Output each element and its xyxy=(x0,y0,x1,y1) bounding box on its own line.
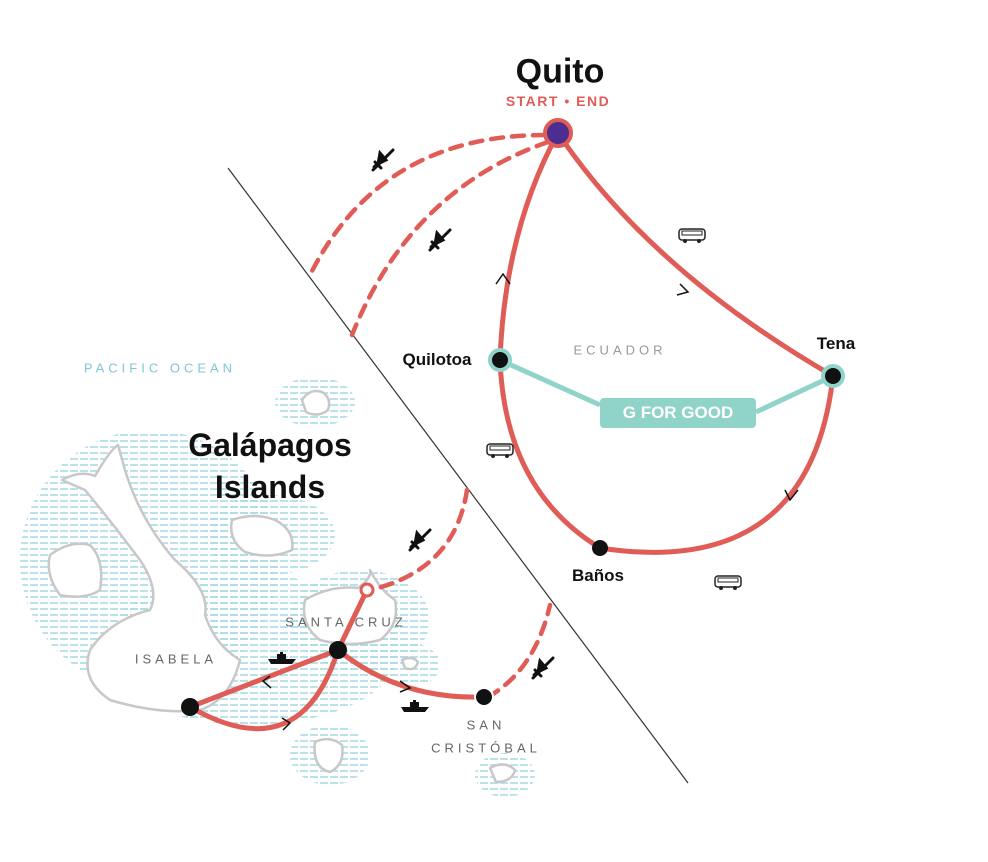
santa-cruz-airport-node[interactable] xyxy=(359,582,375,598)
direction-arrows xyxy=(261,272,799,731)
santa-cruz-label: SANTA CRUZ xyxy=(285,614,407,630)
quito-node[interactable] xyxy=(543,118,573,148)
galapagos-title-line2: Islands xyxy=(214,469,326,505)
island-floreana xyxy=(313,737,344,774)
ground-routes xyxy=(188,131,836,732)
quilotoa-node[interactable] xyxy=(488,348,512,372)
divider-line xyxy=(227,167,689,784)
island-santiago xyxy=(230,514,294,557)
san-cristobal-node[interactable] xyxy=(474,687,494,707)
san-cristobal-label-line2: CRISTÓBAL xyxy=(431,740,541,756)
banos-label: Baños xyxy=(572,566,624,585)
banos-node[interactable] xyxy=(592,540,608,556)
isabela-node[interactable] xyxy=(181,698,199,716)
bus-icon xyxy=(678,228,706,244)
galapagos-title-line1: Galápagos xyxy=(188,427,352,463)
tena-node[interactable] xyxy=(821,364,845,388)
g-for-good-connector xyxy=(498,357,835,415)
island-san-cristobal xyxy=(488,763,517,784)
flight-routes xyxy=(307,132,553,700)
start-end-label: START • END xyxy=(505,93,611,109)
pacific-ocean-label: PACIFIC OCEAN xyxy=(83,360,237,376)
bus-icon xyxy=(486,443,514,459)
island-small-1 xyxy=(400,656,420,671)
island-north xyxy=(300,389,331,416)
plane-icon xyxy=(408,528,432,552)
quilotoa-label: Quilotoa xyxy=(402,350,472,369)
santa-cruz-node[interactable] xyxy=(329,641,347,659)
ecuador-label: ECUADOR xyxy=(573,342,667,358)
isabela-label: ISABELA xyxy=(134,651,218,667)
plane-icon xyxy=(428,228,452,252)
quito-label: Quito xyxy=(515,52,605,91)
boat-icon xyxy=(401,700,429,712)
island-fernandina xyxy=(47,542,103,598)
tena-label: Tena xyxy=(816,334,856,353)
san-cristobal-label-line1: SAN xyxy=(466,717,506,733)
plane-icon xyxy=(371,148,395,172)
bus-icon xyxy=(714,575,742,591)
islands xyxy=(47,389,517,784)
g-for-good-badge[interactable]: G FOR GOOD xyxy=(600,398,756,428)
plane-icon xyxy=(531,656,555,680)
galapagos-title: Galápagos Islands xyxy=(188,424,352,508)
